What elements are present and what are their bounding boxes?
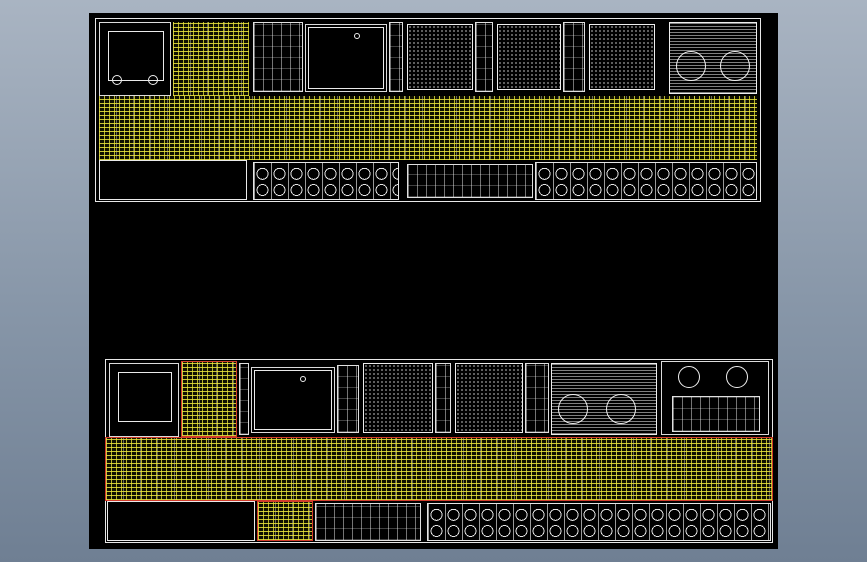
top-section-view-1	[253, 22, 303, 92]
top-yellow-wiring-band	[99, 96, 757, 160]
top-rail-b	[563, 22, 585, 92]
top-enclosure-view	[305, 24, 387, 92]
bottom-component-view-a	[363, 363, 433, 433]
bottom-title-block	[107, 501, 255, 541]
top-component-view-b	[497, 24, 561, 90]
enclosure-knob-icon	[354, 33, 360, 39]
bottom-component-view-b	[455, 363, 523, 433]
bottom-yellow-detail-grid-lower	[257, 501, 313, 541]
top-control-panel-view	[407, 164, 533, 198]
elevation-cabinet-outline	[108, 31, 164, 81]
bottom-rail-a	[435, 363, 451, 433]
bottom-motor-right-icon	[606, 394, 636, 424]
bottom-motor-left-icon	[558, 394, 588, 424]
top-dual-motor-view	[669, 22, 757, 94]
fan-right-icon	[726, 366, 748, 388]
fan-left-icon	[678, 366, 700, 388]
motor-right-icon	[720, 51, 750, 81]
top-sheet-border	[95, 18, 761, 202]
bottom-elevation-cabinet-outline	[118, 372, 172, 422]
bottom-enclosure-body	[254, 370, 332, 430]
top-rail-a	[475, 22, 493, 92]
bottom-drawing-sheet[interactable]	[105, 359, 773, 543]
bottom-yellow-wiring-band	[105, 437, 773, 501]
bottom-front-elevation-view	[109, 363, 179, 437]
bottom-section-view-1	[239, 363, 249, 435]
enclosure-body	[308, 27, 384, 89]
bottom-terminal-strip	[427, 503, 771, 541]
top-terminal-strip-right	[535, 162, 757, 200]
bottom-yellow-detail-grid-upper	[181, 361, 237, 437]
bottom-enclosure-view	[251, 367, 335, 433]
bottom-section-view-2	[337, 365, 359, 433]
bottom-fan-assembly-view	[661, 361, 769, 435]
bottom-control-panel-view	[315, 503, 421, 541]
top-yellow-detail-grid-upper	[173, 22, 249, 96]
top-component-view-c	[589, 24, 655, 90]
wheel-left-icon	[112, 75, 122, 85]
top-front-elevation-view	[99, 22, 171, 96]
motor-left-icon	[676, 51, 706, 81]
fan-base-detail	[672, 396, 760, 432]
top-title-block	[99, 160, 247, 200]
top-section-view-2	[389, 22, 403, 92]
wheel-right-icon	[148, 75, 158, 85]
top-component-view-a	[407, 24, 473, 90]
bottom-dual-motor-view	[551, 363, 657, 435]
bottom-rail-b	[525, 363, 549, 433]
bottom-enclosure-knob-icon	[300, 376, 306, 382]
cad-model-space[interactable]	[89, 13, 778, 549]
top-drawing-sheet[interactable]	[95, 18, 761, 202]
top-terminal-strip-left	[253, 162, 399, 200]
